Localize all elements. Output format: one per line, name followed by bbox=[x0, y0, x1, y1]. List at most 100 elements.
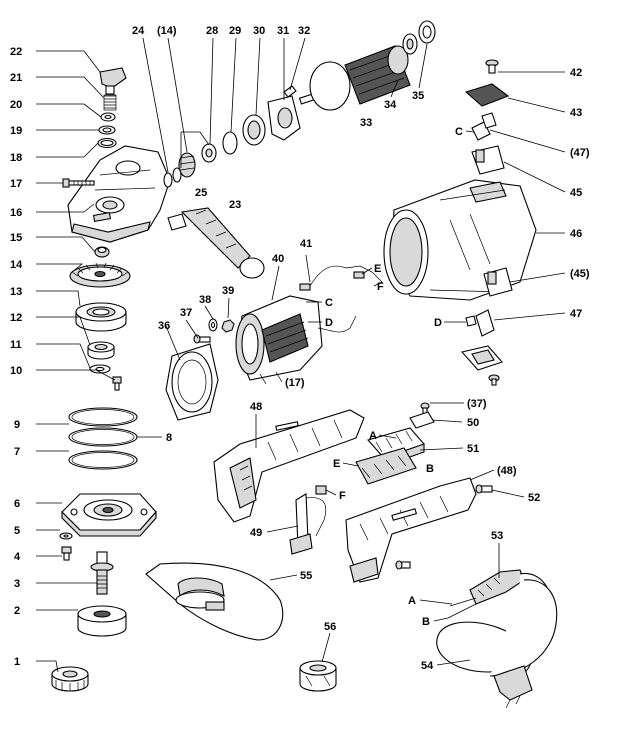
callout-labels: 22 21 20 19 18 17 16 15 14 13 12 11 10 9… bbox=[10, 25, 590, 672]
callout-7: 7 bbox=[14, 446, 20, 458]
callout-31: 31 bbox=[277, 25, 289, 37]
callout-6: 6 bbox=[14, 498, 20, 510]
callout-43: 43 bbox=[570, 107, 582, 119]
part-21-spring bbox=[103, 94, 117, 111]
part-31-bearing-plate bbox=[267, 95, 301, 141]
part-23-side-handle bbox=[167, 207, 265, 279]
part-7-o-ring bbox=[68, 450, 138, 470]
part-35-bearing-cap bbox=[418, 20, 436, 44]
callout-56: 56 bbox=[324, 621, 336, 633]
part-small-screw bbox=[488, 374, 500, 386]
part-24-retaining-ring bbox=[163, 172, 173, 188]
callout-35: 35 bbox=[412, 90, 424, 102]
part-25-washer bbox=[172, 167, 182, 183]
callout-47: 47 bbox=[570, 308, 582, 320]
callout-17: 17 bbox=[10, 178, 22, 190]
part-48-handle-half bbox=[213, 409, 365, 523]
callout-E-mid: E bbox=[333, 458, 340, 470]
callout-38: 38 bbox=[199, 294, 211, 306]
callout-49: 49 bbox=[250, 527, 262, 539]
part-49-switch-actuator bbox=[289, 485, 327, 555]
part-14-pinion bbox=[178, 152, 196, 178]
callout-53: 53 bbox=[491, 530, 503, 542]
callout-36: 36 bbox=[158, 320, 170, 332]
part-52-screw bbox=[475, 484, 493, 494]
callout-A-bottom: A bbox=[408, 595, 416, 607]
callout-16: 16 bbox=[10, 207, 22, 219]
callout-E-top: E bbox=[374, 263, 381, 275]
callout-37-paren: (37) bbox=[467, 398, 487, 410]
callout-19: 19 bbox=[10, 125, 22, 137]
part-36-air-baffle bbox=[165, 343, 219, 421]
part-1-lock-nut bbox=[51, 666, 89, 692]
part-10-screw bbox=[112, 376, 122, 391]
part-54-power-cord bbox=[436, 572, 558, 709]
part-42-screw bbox=[485, 59, 499, 74]
part-13-bearing bbox=[75, 302, 127, 332]
part-30-bearing bbox=[242, 114, 266, 146]
part-12-bearing bbox=[87, 341, 115, 360]
callout-12: 12 bbox=[10, 312, 22, 324]
callout-29: 29 bbox=[229, 25, 241, 37]
part-32-screw bbox=[283, 85, 297, 98]
callout-20: 20 bbox=[10, 99, 22, 111]
part-19-ring bbox=[98, 125, 116, 135]
part-45-brush-holder bbox=[471, 145, 505, 175]
callout-B-bottom: B bbox=[422, 616, 430, 628]
callout-21: 21 bbox=[10, 72, 22, 84]
callout-4: 4 bbox=[14, 551, 21, 563]
callout-C-mid: C bbox=[325, 297, 333, 309]
callout-13: 13 bbox=[10, 286, 22, 298]
callout-46: 46 bbox=[570, 228, 582, 240]
callout-51: 51 bbox=[467, 443, 479, 455]
part-47-clamp-top bbox=[471, 112, 497, 141]
part-brush-plate bbox=[460, 345, 503, 371]
callout-2: 2 bbox=[14, 605, 20, 617]
part-39-nut bbox=[221, 319, 235, 333]
part-2-inner-flange bbox=[77, 605, 127, 637]
callout-25: 25 bbox=[195, 187, 207, 199]
part-16-gear-housing bbox=[67, 145, 171, 243]
part-47-clamp bbox=[465, 309, 495, 337]
part-22-spindle-lock-knob bbox=[99, 67, 127, 95]
callout-18: 18 bbox=[10, 152, 22, 164]
callout-9: 9 bbox=[14, 419, 20, 431]
part-51-switch bbox=[355, 427, 425, 485]
callout-30: 30 bbox=[253, 25, 265, 37]
part-41-lead-wire bbox=[299, 265, 383, 291]
callout-34: 34 bbox=[384, 99, 397, 111]
callout-3: 3 bbox=[14, 578, 20, 590]
callout-45-paren: (45) bbox=[570, 268, 590, 280]
callout-17-paren: (17) bbox=[285, 377, 305, 389]
part-20-washer bbox=[100, 112, 116, 122]
callout-C-top: C bbox=[455, 126, 463, 138]
callout-28: 28 bbox=[206, 25, 218, 37]
part-55-wheel-guard bbox=[145, 562, 284, 641]
callout-48: 48 bbox=[250, 401, 262, 413]
callout-48-paren: (48) bbox=[497, 465, 517, 477]
callout-39: 39 bbox=[222, 285, 234, 297]
part-29-spacer bbox=[222, 131, 238, 155]
callout-B-mid: B bbox=[426, 463, 434, 475]
callout-14: 14 bbox=[10, 259, 23, 271]
part-18-seal bbox=[97, 137, 117, 149]
part-37-screw bbox=[193, 334, 211, 344]
callout-24: 24 bbox=[132, 25, 145, 37]
part-37b-screw bbox=[420, 402, 430, 415]
callout-42: 42 bbox=[570, 67, 582, 79]
part-50-clamp-plate bbox=[409, 411, 435, 429]
part-15-nut bbox=[94, 246, 110, 258]
leader-lines bbox=[36, 37, 566, 673]
part-6-bearing-flange bbox=[61, 493, 157, 537]
callout-15: 15 bbox=[10, 232, 22, 244]
callout-F-mid: F bbox=[339, 490, 346, 502]
part-3-spindle bbox=[90, 551, 114, 595]
callout-1: 1 bbox=[14, 656, 20, 668]
callout-11: 11 bbox=[10, 339, 22, 351]
part-56-adapter bbox=[299, 660, 337, 692]
callout-10: 10 bbox=[10, 365, 22, 377]
part-33-armature bbox=[298, 37, 418, 111]
callout-22: 22 bbox=[10, 46, 22, 58]
part-48b-handle-half bbox=[345, 477, 477, 583]
